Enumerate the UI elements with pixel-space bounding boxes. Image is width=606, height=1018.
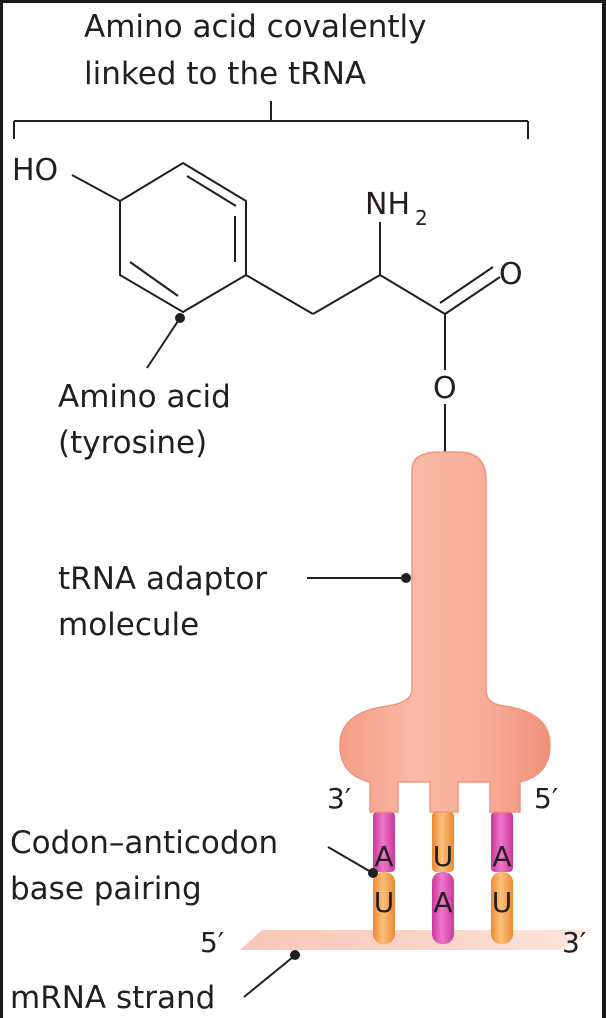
anticodon-base-3: A [492,840,511,873]
trna-3prime-label: 3′ [327,782,351,815]
carbonyl-oxygen-label: O [499,257,523,292]
pairing-label: Codon–anticodon [10,825,278,861]
amino-acid-label: Amino acid [58,379,231,415]
title-line-2: linked to the tRNA [84,56,366,92]
codon-base-2: A [433,886,452,919]
codon-base-3: U [492,886,513,919]
base-pairing-label: base pairing [10,871,202,907]
ester-oxygen-label: O [433,371,457,406]
title-bracket [13,101,529,139]
anticodon-base-1: A [374,840,393,873]
base-rod-3 [491,812,513,944]
trna-label: tRNA adaptor [58,561,267,597]
trna-molecule-label: molecule [58,607,199,643]
hydroxyl-label: HO [12,153,58,188]
trna-body [339,451,551,813]
codon-base-1: U [374,886,395,919]
tyrosine-structure [71,162,501,458]
trna-leader [307,573,411,583]
mrna-leader [243,950,300,998]
title-line-1: Amino acid covalently [84,9,426,45]
top-border [0,0,606,3]
anticodon-base-2: U [433,840,454,873]
pairing-leader [327,846,378,878]
amine-subscript: 2 [415,206,428,230]
mrna-5prime-label: 5′ [200,926,224,959]
amino-acid-leader [146,313,185,369]
base-rod-2 [432,812,454,944]
mrna-label: mRNA strand [10,980,215,1016]
tyrosine-label: (tyrosine) [58,425,207,461]
amine-label: NH [365,187,410,222]
base-rod-1 [373,812,395,944]
mrna-strand [240,930,590,950]
trna-5prime-label: 5′ [534,782,558,815]
mrna-3prime-label: 3′ [562,926,586,959]
